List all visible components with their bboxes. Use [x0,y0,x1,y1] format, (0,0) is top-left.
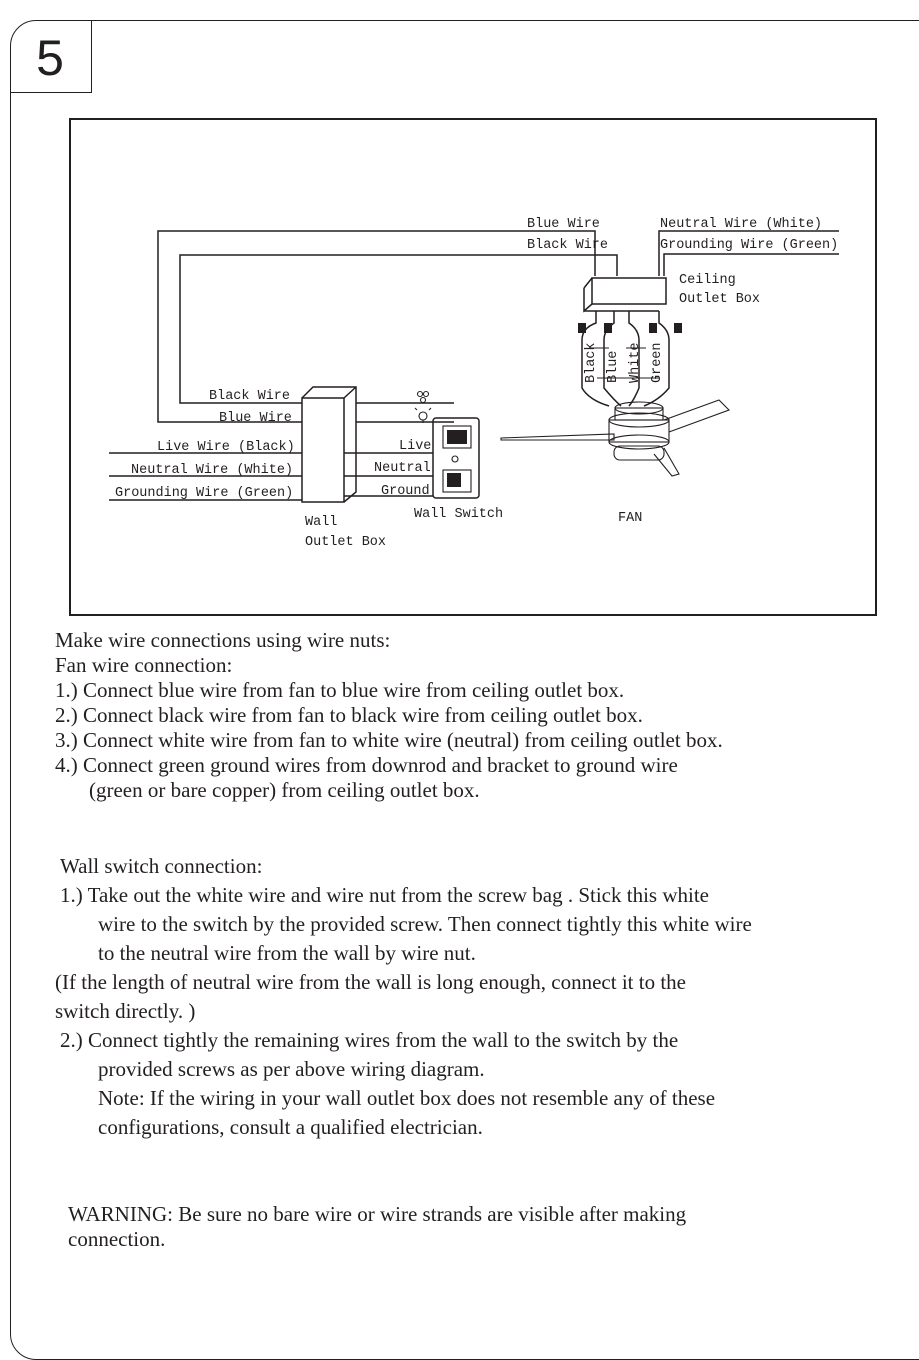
label-black-wire-top: Black Wire [527,238,608,253]
wall-switch-icon [432,417,480,499]
wiring-diagram: Blue Wire Black Wire Neutral Wire (White… [109,217,839,550]
label-terminal-ground: Ground [381,484,430,499]
fan-step-3: 3.) Connect white wire from fan to white… [55,728,723,752]
paren-note-2: switch directly. ) [55,999,196,1023]
label-wall-switch: Wall Switch [414,507,503,522]
fan-wire-bundle [581,311,670,407]
note-line-1: Note: If the wiring in your wall outlet … [98,1086,716,1110]
fan-step-1: 1.) Connect blue wire from fan to blue w… [55,678,625,702]
ceiling-outlet-box [583,277,667,313]
label-fan-green: Green [650,342,665,383]
wiring-diagram-frame [69,118,877,616]
label-grounding-wire-left: Grounding Wire (Green) [115,486,293,501]
label-neutral-wire-top: Neutral Wire (White) [660,217,822,232]
label-blue-wire-left: Blue Wire [219,411,292,426]
wire-nut-icons [578,323,682,333]
label-fan-black: Black [584,342,599,383]
label-live-wire: Live Wire (Black) [157,440,295,455]
warning-line-1: WARNING: Be sure no bare wire or wire st… [68,1202,687,1226]
fan-connection-heading: Fan wire connection: [55,653,233,677]
label-wall-outlet-box-2: Outlet Box [305,535,386,550]
fan-step-4-cont: (green or bare copper) from ceiling outl… [89,778,480,802]
grounding-wire-line-top [663,253,839,276]
fan-step-2: 2.) Connect black wire from fan to black… [55,703,643,727]
warning-section: WARNING: Be sure no bare wire or wire st… [68,1202,686,1252]
warning-line-2: connection. [68,1227,166,1251]
wall-switch-heading: Wall switch connection: [60,854,263,878]
wall-switch-section: Wall switch connection: 1.) Take out the… [55,852,752,1142]
label-terminal-neutral: Neutral [374,461,431,476]
fan-connection-section: Make wire connections using wire nuts: F… [55,628,723,803]
label-grounding-wire-top: Grounding Wire (Green) [660,238,838,253]
neutral-wire-line-top [658,230,839,276]
label-wall-outlet-box-1: Wall [305,515,337,530]
fan-step-4: 4.) Connect green ground wires from down… [55,753,678,777]
step-number: 5 [36,30,64,86]
label-terminal-live: Live [399,439,431,454]
label-neutral-wire-left: Neutral Wire (White) [131,463,293,478]
switch-step-1-cont-b: to the neutral wire from the wall by wir… [98,941,476,965]
note-line-2: configurations, consult a qualified elec… [98,1115,483,1139]
label-fan: FAN [618,511,642,526]
paren-note-1: (If the length of neutral wire from the … [55,970,686,994]
light-bulb-icon [414,407,432,423]
label-black-wire-left: Black Wire [209,389,290,404]
label-ceiling-outlet-box-2: Outlet Box [679,292,760,307]
label-fan-white: White [628,342,643,383]
switch-step-2-cont: provided screws as per above wiring diag… [98,1057,485,1081]
fan-symbol-icon [416,390,430,404]
switch-step-1: 1.) Take out the white wire and wire nut… [60,883,709,907]
label-ceiling-outlet-box-1: Ceiling [679,273,736,288]
ceiling-fan-icon [500,399,730,477]
intro-text: Make wire connections using wire nuts: [55,628,391,652]
switch-step-2: 2.) Connect tightly the remaining wires … [60,1028,679,1052]
step-number-box: 5 [10,20,92,93]
label-blue-wire-top: Blue Wire [527,217,600,232]
switch-step-1-cont-a: wire to the switch by the provided screw… [98,912,752,936]
blue-wire-line [157,230,596,423]
label-fan-blue: Blue [606,351,621,383]
black-wire-line [179,254,618,404]
wall-outlet-box [301,386,357,503]
